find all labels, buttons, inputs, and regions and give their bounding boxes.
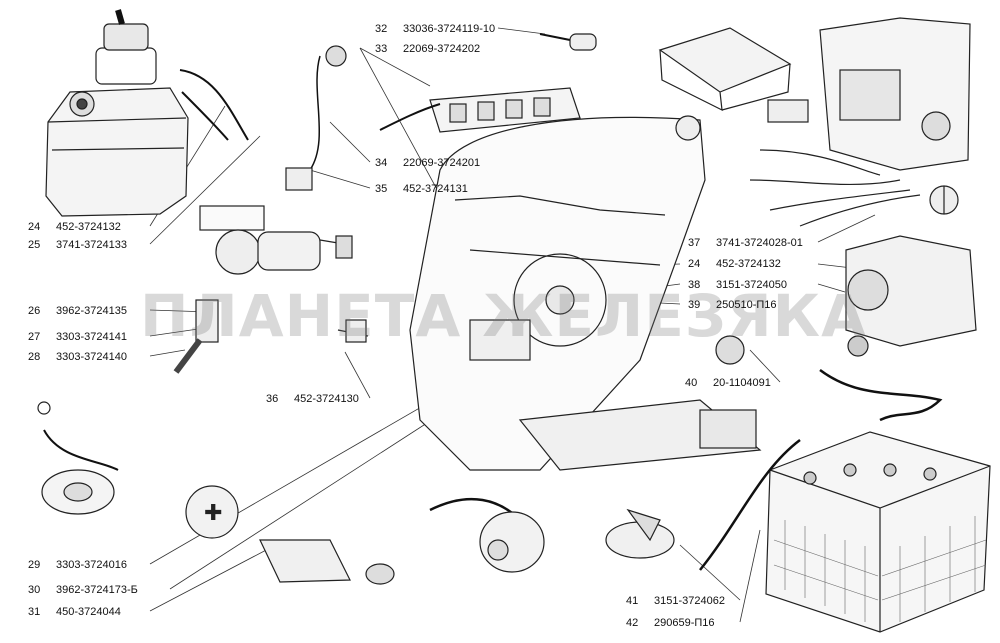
callout-part: 3741-3724028-01 (716, 237, 803, 249)
callout-part: 3303-3724140 (56, 351, 127, 363)
watermark-text: ПЛАНЕТА ЖЕЛЕЗЯКА (140, 282, 867, 350)
callout-number: 24 (28, 221, 41, 233)
callout-number: 26 (28, 305, 41, 317)
callout-40: 40 20-1104091 (685, 377, 771, 389)
callout-25: 25 3741-3724133 (28, 239, 127, 251)
callout-part: 290659-П16 (654, 617, 715, 629)
horn (37, 401, 119, 515)
temperature-sensor (929, 185, 959, 215)
alternator (337, 319, 545, 573)
callout-part: 250510-П16 (716, 299, 777, 311)
switch-panel (379, 87, 581, 133)
cab-frame (409, 115, 762, 471)
callout-part: 452-3724131 (403, 183, 468, 195)
engine-block (749, 17, 971, 227)
callout-part: 3151-3724062 (654, 595, 725, 607)
starter-motor (845, 235, 977, 357)
callout-part: 20-1104091 (713, 377, 771, 389)
callout-27: 27 3303-3724141 (28, 331, 127, 343)
callout-number: 34 (375, 157, 388, 169)
rear-lamp-connector (539, 33, 597, 51)
callout-28: 28 3303-3724140 (28, 351, 127, 363)
callout-42: 42 290659-П16 (626, 617, 715, 629)
callout-24-right: 24 452-3724132 (688, 258, 781, 270)
wiper-motor (199, 205, 353, 275)
callout-36: 36 452-3724130 (266, 393, 359, 405)
callout-30: 30 3962-3724173-Б (28, 584, 138, 596)
callout-number: 29 (28, 559, 41, 571)
svg-text:✚: ✚ (204, 500, 222, 525)
callout-part: 3962-3724173-Б (56, 584, 138, 596)
callout-part: 3741-3724133 (56, 239, 127, 251)
callout-26: 26 3962-3724135 (28, 305, 127, 317)
control-module (658, 27, 809, 123)
callout-part: 22069-3724202 (403, 43, 481, 55)
callout-number: 24 (688, 258, 701, 270)
callout-part: 452-3724132 (56, 221, 121, 233)
callout-number: 42 (626, 617, 639, 629)
callout-number: 40 (685, 377, 698, 389)
callout-24: 24 452-3724132 (28, 221, 121, 233)
callout-number: 41 (626, 595, 639, 607)
toggle-switch (173, 299, 219, 374)
expansion-tank (45, 9, 189, 217)
tank-sensor-wires (179, 69, 249, 141)
callout-number: 27 (28, 331, 41, 343)
mass-switch (605, 508, 675, 559)
callout-33: 33 22069-3724202 (375, 43, 480, 55)
callout-31: 31 450-3724044 (28, 606, 121, 618)
callout-part: 450-3724044 (56, 606, 121, 618)
callout-part: 33036-3724119-10 (403, 23, 496, 35)
callout-part: 452-3724130 (294, 393, 359, 405)
callout-number: 28 (28, 351, 41, 363)
callout-41: 41 3151-3724062 (626, 595, 725, 607)
callout-39: 39 250510-П16 (688, 299, 777, 311)
battery (765, 431, 991, 633)
callout-number: 33 (375, 43, 388, 55)
callout-34: 34 22069-3724201 (375, 157, 480, 169)
callout-35: 35 452-3724131 (375, 183, 468, 195)
callout-number: 32 (375, 23, 388, 35)
callout-38: 38 3151-3724050 (688, 279, 787, 291)
callout-number: 38 (688, 279, 701, 291)
callout-part: 452-3724132 (716, 258, 781, 270)
callout-part: 3303-3724016 (56, 559, 127, 571)
socket-plug: ✚ (185, 485, 239, 539)
callout-number: 36 (266, 393, 279, 405)
fuse-block (259, 539, 395, 585)
callout-number: 35 (375, 183, 388, 195)
callout-number: 25 (28, 239, 41, 251)
relay-connector (285, 45, 347, 191)
callout-number: 31 (28, 606, 41, 618)
callout-part: 22069-3724201 (403, 157, 481, 169)
callout-part: 3962-3724135 (56, 305, 127, 317)
callout-37: 37 3741-3724028-01 (688, 237, 803, 249)
callout-number: 37 (688, 237, 701, 249)
callout-number: 30 (28, 584, 41, 596)
callout-number: 39 (688, 299, 701, 311)
callout-part: 3151-3724050 (716, 279, 787, 291)
callout-29: 29 3303-3724016 (28, 559, 127, 571)
callout-part: 3303-3724141 (56, 331, 127, 343)
callout-32: 32 33036-3724119-10 (375, 23, 495, 35)
ignition-switch (715, 335, 745, 365)
